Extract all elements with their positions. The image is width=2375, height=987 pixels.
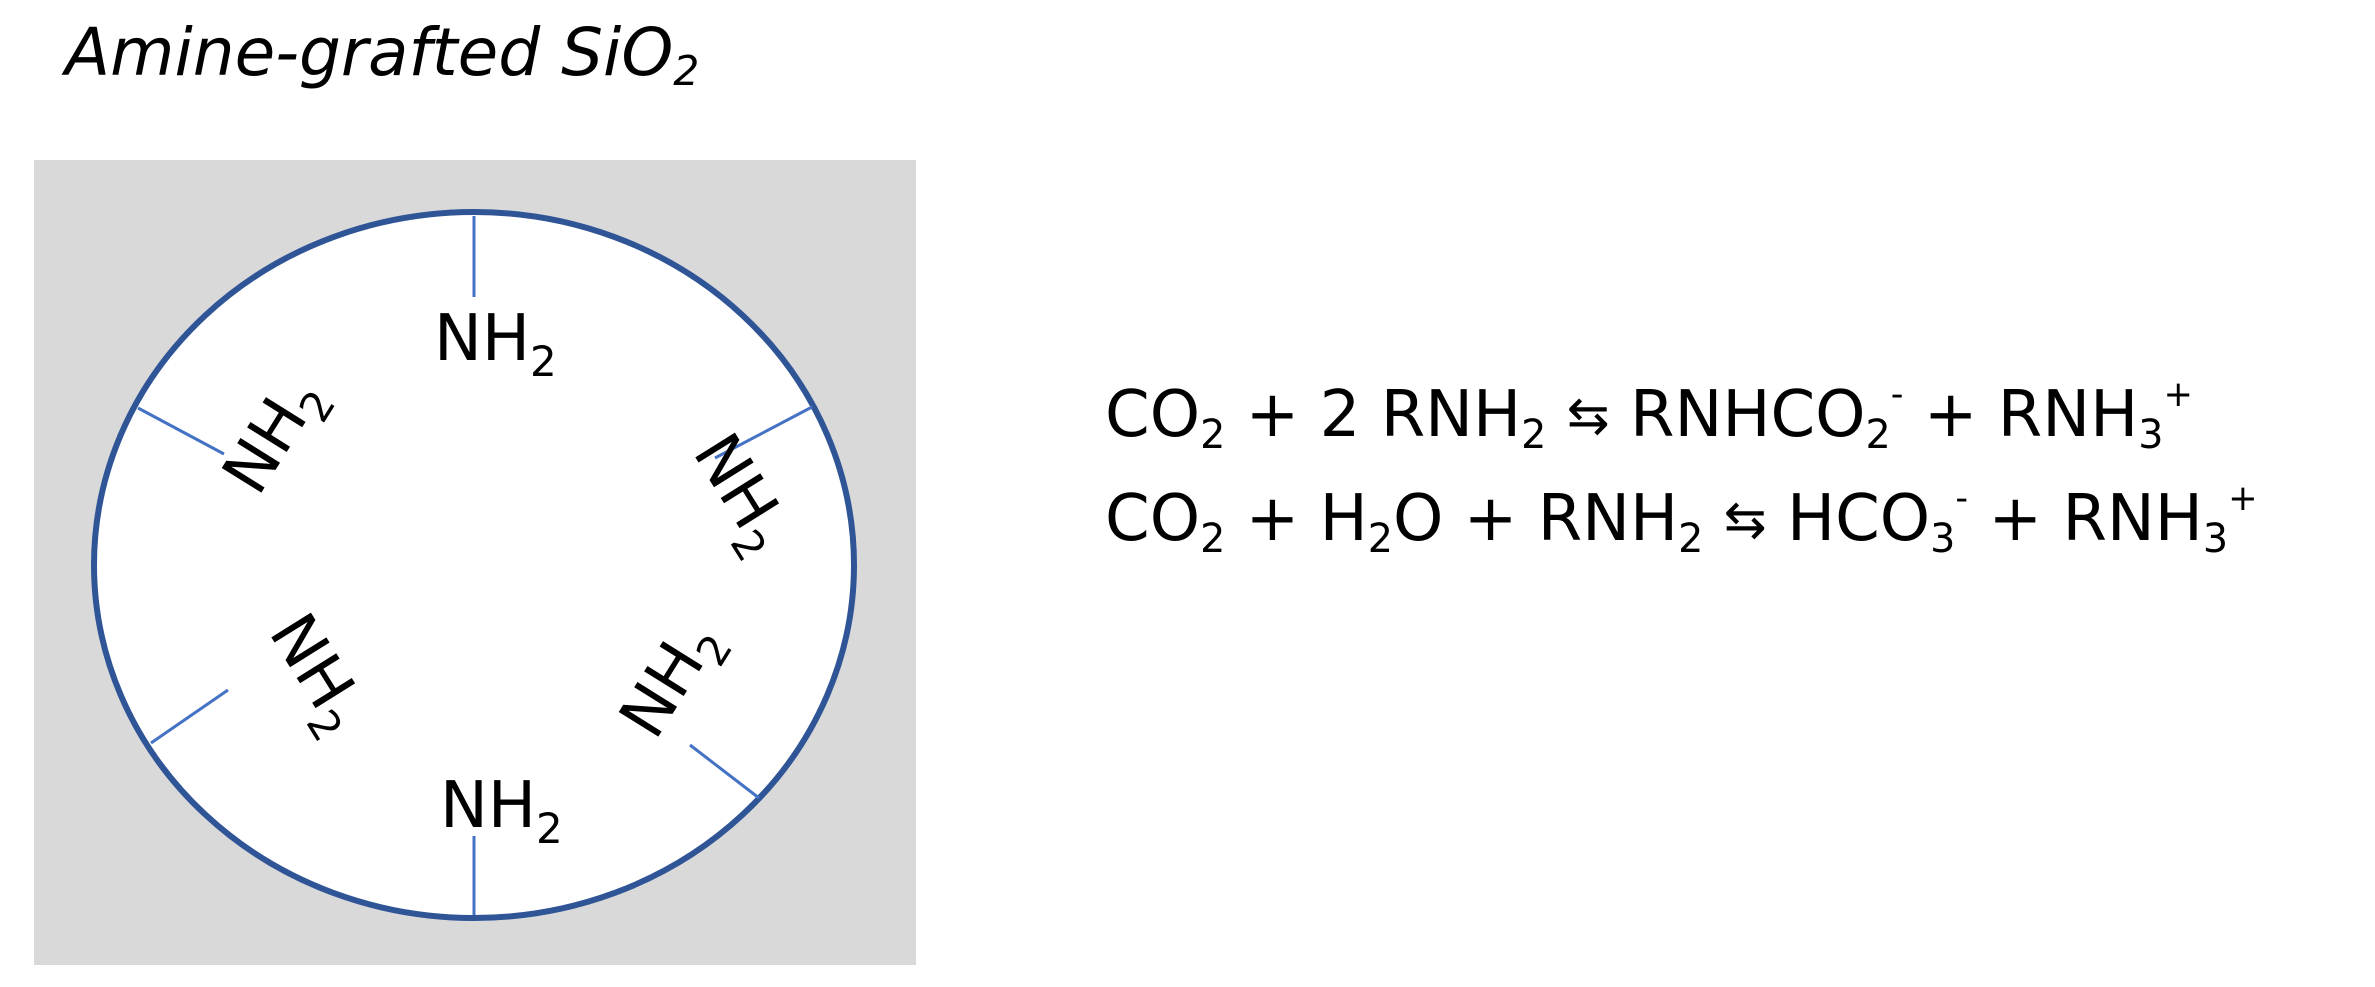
bond-line-lower-right [689, 743, 760, 800]
bond-line-upper-right [714, 405, 813, 460]
amine-group-top: NH2 [434, 302, 557, 386]
species-rnh2: RNH2 [1380, 378, 1547, 458]
operator-text: + [1903, 378, 1998, 452]
species-co2: CO2 [1105, 378, 1226, 458]
species-rnh2: RNH2 [1537, 482, 1704, 562]
operator-text: + [1225, 482, 1320, 556]
equilibrium-arrow-icon: ⇆ [1566, 386, 1610, 447]
species-co2: CO2 [1105, 482, 1226, 562]
bond-line-lower-left [150, 688, 229, 745]
equilibrium-arrow-icon: ⇆ [1723, 490, 1767, 551]
operator-text: + 2 [1225, 378, 1381, 452]
species-rnh3: RNH3+ [2062, 478, 2258, 562]
equation-carbamate: CO2 + 2 RNH2 ⇆ RNHCO2- + RNH3+ [1105, 374, 2193, 458]
species-hco3: HCO3- [1786, 478, 1969, 562]
equation-bicarbonate: CO2 + H2O + RNH2 ⇆ HCO3- + RNH3+ [1105, 478, 2258, 562]
operator-text: + [1968, 482, 2063, 556]
operator-text: O + [1393, 482, 1538, 556]
bond-line-upper-left [137, 406, 225, 456]
species-h2o: H2 [1319, 482, 1393, 562]
figure-title: Amine-grafted SiO2 [65, 14, 700, 96]
amine-group-bottom: NH2 [440, 769, 563, 853]
species-rnh3: RNH3+ [1997, 374, 2193, 458]
species-rnhco2: RNHCO2- [1629, 374, 1904, 458]
silica-pore-circle [91, 209, 857, 921]
